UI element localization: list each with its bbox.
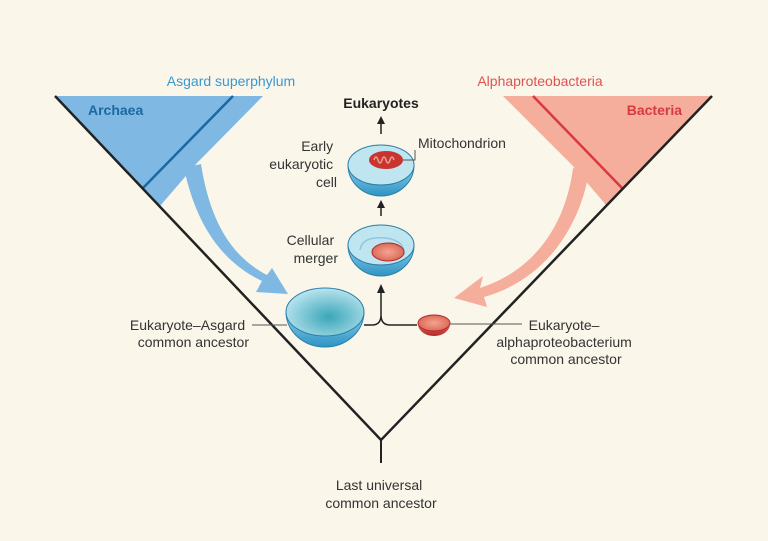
merger-cell [347, 224, 415, 277]
archaea-clade [55, 96, 263, 206]
bacteria-clade [503, 96, 712, 205]
alpha-label: Alphaproteobacteria [477, 73, 603, 89]
early-cell-label: Early eukaryotic cell [269, 138, 337, 190]
asgard-ancestor-label: Eukaryote–Asgard common ancestor [130, 317, 249, 350]
merger-connector [364, 292, 417, 326]
arrowhead-icon [377, 200, 385, 208]
alpha-ancestor-label: Eukaryote– alphaproteobacterium common a… [496, 317, 635, 367]
asgard-branch-line [142, 95, 234, 189]
early-eukaryotic-cell [347, 144, 415, 197]
mitochondrion-leader [403, 150, 416, 161]
arrowhead-icon [377, 116, 385, 124]
alpha-arrow [454, 168, 589, 307]
alpha-branch-line [532, 95, 623, 189]
asgard-label: Asgard superphylum [167, 73, 295, 89]
merger-label: Cellular merger [287, 232, 339, 266]
luca-label: Last universal common ancestor [325, 477, 437, 511]
asgard-ancestor-cell [285, 287, 365, 348]
alpha-ancestor-cell [417, 314, 451, 336]
arrowhead-icon [377, 284, 385, 293]
mitochondrion [369, 151, 403, 169]
eukaryotes-label: Eukaryotes [343, 95, 419, 111]
mitochondrion-label: Mitochondrion [418, 135, 506, 151]
archaea-label: Archaea [88, 102, 143, 118]
asgard-arrow [184, 164, 288, 294]
bacteria-label: Bacteria [627, 102, 682, 118]
